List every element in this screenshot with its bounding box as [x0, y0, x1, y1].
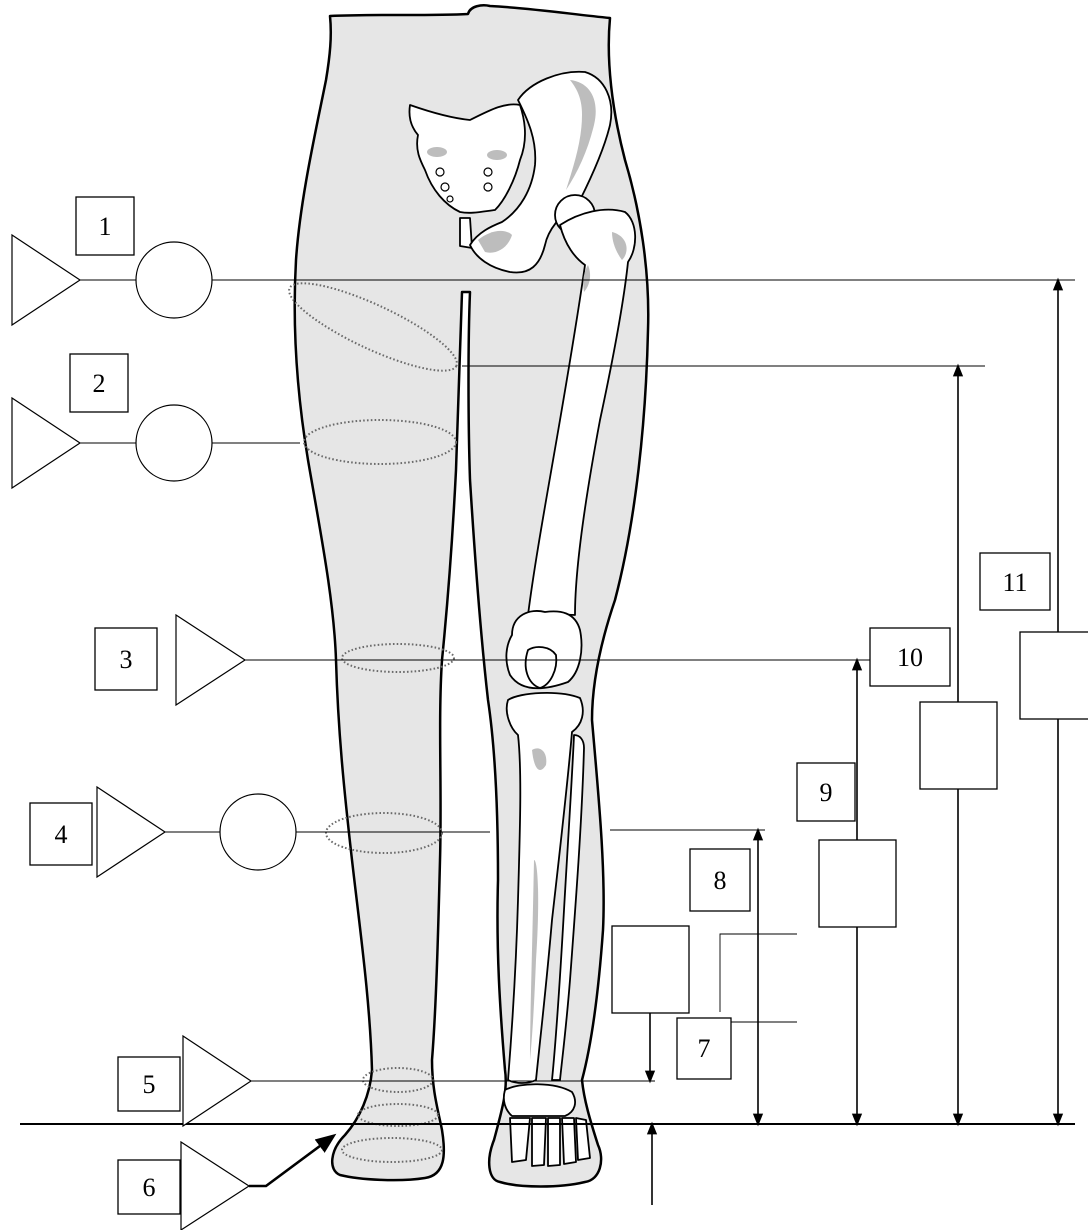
triangle-icon	[176, 615, 245, 705]
label-2: 2	[93, 369, 106, 398]
triangle-icon	[181, 1142, 249, 1230]
answer-box-10	[920, 702, 997, 789]
label-box-5: 5	[118, 1057, 180, 1111]
triangle-icon	[97, 787, 165, 877]
label-box-1: 1	[76, 197, 134, 255]
label-1: 1	[99, 212, 112, 241]
circle-icon	[220, 794, 296, 870]
label-4: 4	[55, 820, 68, 849]
pointer-6	[181, 1140, 328, 1230]
answer-box-8	[612, 926, 689, 1013]
label-6: 6	[143, 1173, 156, 1202]
label-8: 8	[714, 866, 727, 895]
label-box-2: 2	[70, 354, 128, 412]
label-11: 11	[1002, 568, 1027, 597]
circle-icon	[136, 405, 212, 481]
label-box-11: 11	[980, 553, 1050, 610]
label-box-7: 7	[677, 1018, 731, 1079]
circle-icon	[136, 242, 212, 318]
label-10: 10	[897, 643, 923, 672]
label-7: 7	[698, 1034, 711, 1063]
triangle-icon	[12, 235, 80, 325]
triangle-icon	[183, 1036, 251, 1126]
label-box-3: 3	[95, 628, 157, 690]
label-box-9: 9	[797, 763, 855, 821]
answer-box-9	[819, 840, 896, 927]
label-box-6: 6	[118, 1160, 180, 1214]
answer-box-11	[1020, 632, 1088, 719]
label-3: 3	[120, 645, 133, 674]
label-9: 9	[820, 778, 833, 807]
label-box-10: 10	[870, 628, 950, 686]
label-box-8: 8	[690, 849, 750, 911]
label-box-4: 4	[30, 803, 92, 865]
label-5: 5	[143, 1070, 156, 1099]
